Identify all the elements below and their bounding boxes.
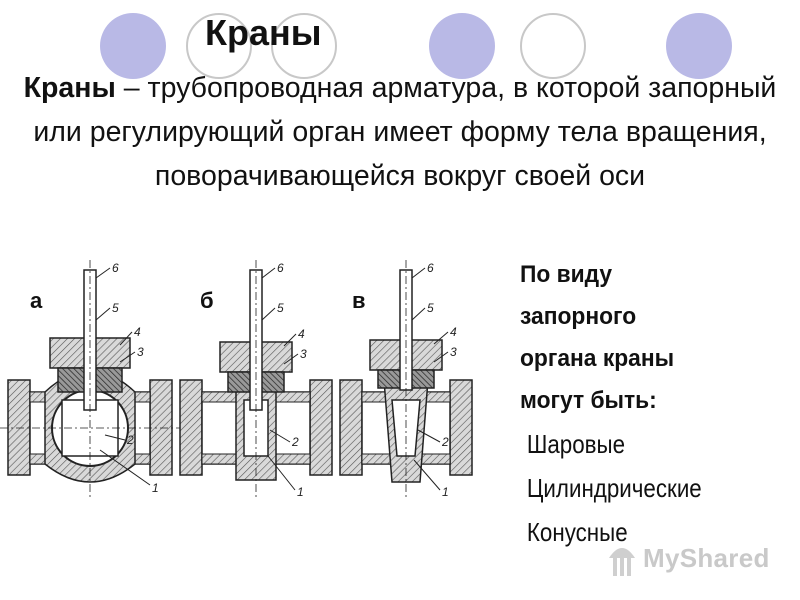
part-number-4-a: 4: [134, 325, 141, 339]
part-number-5-a: 5: [112, 301, 119, 315]
part-number-3-c: 3: [450, 345, 457, 359]
part-number-4-b: 4: [298, 327, 305, 341]
part-number-2-b: 2: [291, 435, 299, 449]
panel-letter-b: б: [200, 288, 214, 313]
valve-type-item: Конусные: [526, 517, 628, 547]
valve-a: [0, 260, 180, 500]
decor-circle-1: [100, 13, 166, 79]
part-number-4-c: 4: [450, 325, 457, 339]
part-number-6-b: 6: [277, 261, 284, 275]
decor-circle-2: [186, 13, 252, 79]
part-number-6-c: 6: [427, 261, 434, 275]
part-number-3-a: 3: [137, 345, 144, 359]
part-number-1-b: 1: [297, 485, 304, 499]
part-number-1-c: 1: [442, 485, 449, 499]
decor-circle-3: [271, 13, 337, 79]
valve-diagrams: а б в 6 5 4 3 2 1 6 5 4 3 2 1 6 5 4 3 2 …: [0, 260, 473, 500]
definition-body: – трубопроводная арматура, в которой зап…: [33, 72, 777, 192]
part-number-1-a: 1: [152, 481, 159, 495]
valve-types-list: Шаровые Цилиндрические Конусные: [520, 422, 702, 554]
part-number-3-b: 3: [300, 347, 307, 361]
decor-circle-6: [666, 13, 732, 79]
panel-letter-c: в: [352, 288, 366, 313]
decor-circle-5: [520, 13, 586, 79]
watermark-text: MyShared: [643, 542, 770, 573]
page-title: Краны: [205, 12, 322, 53]
part-number-6-a: 6: [112, 261, 119, 275]
valve-type-item: Шаровые: [526, 429, 626, 459]
decor-circle-4: [429, 13, 495, 79]
valve-b: [179, 260, 333, 500]
part-number-2-c: 2: [441, 435, 449, 449]
part-number-2-a: 2: [126, 433, 134, 447]
part-number-5-c: 5: [427, 301, 434, 315]
valve-types-heading: По виду запорного органа краны могут быт…: [520, 261, 675, 414]
watermark: MyShared: [607, 538, 770, 578]
valve-types-panel: По виду запорного органа краны могут быт…: [520, 254, 731, 554]
definition-text: Краны – трубопроводная арматура, в котор…: [20, 66, 780, 198]
part-number-5-b: 5: [277, 301, 284, 315]
mushroom-logo-icon: [609, 548, 635, 576]
panel-letter-a: а: [30, 288, 43, 313]
valve-type-item: Цилиндрические: [526, 473, 702, 503]
definition-term: Краны: [23, 72, 116, 104]
valve-c: [339, 260, 473, 500]
